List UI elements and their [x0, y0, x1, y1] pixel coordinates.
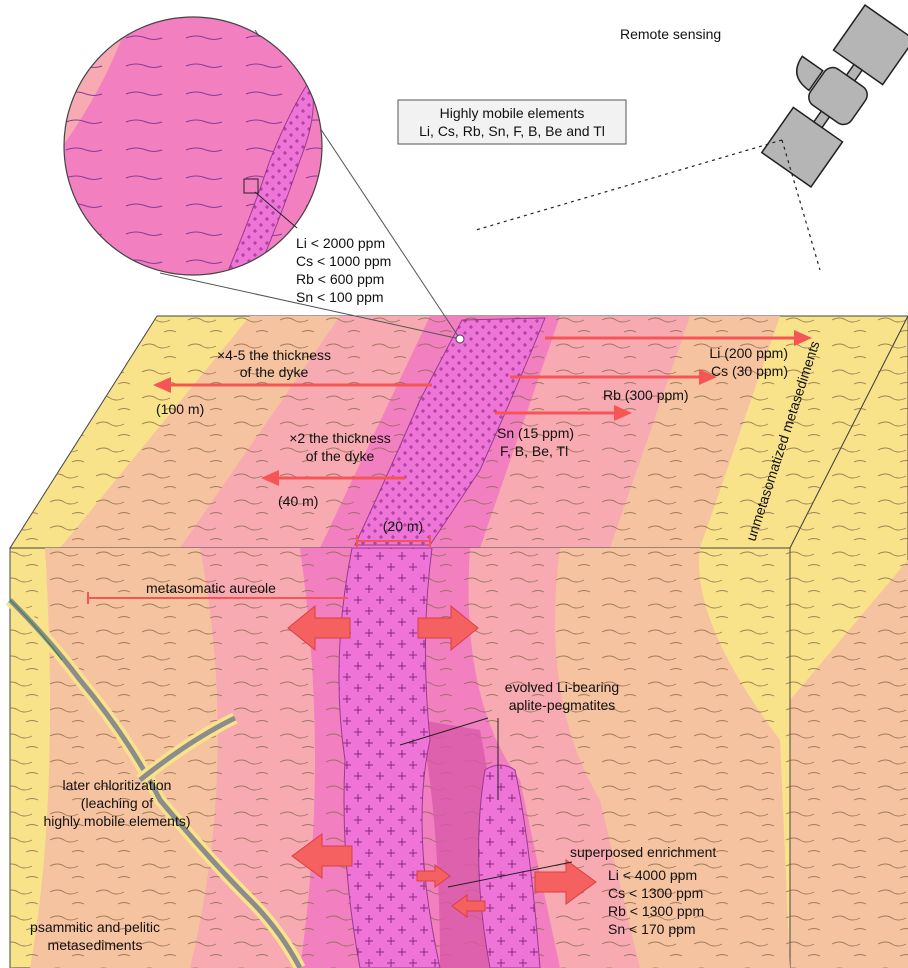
rb-top-value: Rb (300 ppm)	[603, 387, 689, 403]
thickness-4-5-line1: ×4-5 the thickness	[217, 347, 331, 363]
psammitic-line1: psammitic and pelitic	[30, 919, 160, 935]
cs-top-value: Cs (30 ppm)	[711, 363, 788, 379]
zoom-cs-value: Cs < 1000 ppm	[296, 253, 391, 269]
chlorite-line2: (leaching of	[81, 795, 153, 811]
psammitic-line2: metasediments	[48, 937, 143, 953]
metasomatic-aureole-label: metasomatic aureole	[146, 580, 276, 596]
enrich-cs-value: Cs < 1300 ppm	[608, 885, 703, 901]
enrich-sn-value: Sn < 170 ppm	[608, 921, 696, 937]
zoom-inset	[60, 14, 464, 343]
mobile-elements-title: Highly mobile elements	[440, 105, 585, 121]
chlorite-line1: later chloritization	[63, 777, 172, 793]
zoom-anchor-point	[456, 335, 464, 343]
sn-top-value: Sn (15 ppm)	[497, 425, 574, 441]
evolved-pegmatites-line1: evolved Li-bearing	[505, 679, 619, 695]
zoom-sn-value: Sn < 100 ppm	[296, 289, 384, 305]
zoom-rb-value: Rb < 600 ppm	[296, 271, 384, 287]
thickness-2-line2: of the dyke	[306, 448, 375, 464]
distance-100m-label: (100 m)	[156, 401, 204, 417]
enrich-rb-value: Rb < 1300 ppm	[608, 903, 704, 919]
other-elements-top: F, B, Be, Tl	[500, 443, 568, 459]
li-top-value: Li (200 ppm)	[709, 345, 788, 361]
mobile-elements-list: Li, Cs, Rb, Sn, F, B, Be and Tl	[419, 123, 605, 139]
enrich-li-value: Li < 4000 ppm	[608, 867, 697, 883]
remote-sensing-label: Remote sensing	[620, 26, 721, 42]
dyke-width-label: (20 m)	[383, 518, 423, 534]
evolved-pegmatites-line2: aplite-pegmatites	[509, 697, 616, 713]
thickness-2-line1: ×2 the thickness	[289, 430, 391, 446]
thickness-4-5-line2: of the dyke	[240, 364, 309, 380]
superposed-enrichment-label: superposed enrichment	[570, 844, 716, 860]
distance-40m-label: (40 m)	[278, 493, 318, 509]
chlorite-line3: highly mobile elements)	[43, 813, 190, 829]
zoom-li-value: Li < 2000 ppm	[296, 235, 385, 251]
